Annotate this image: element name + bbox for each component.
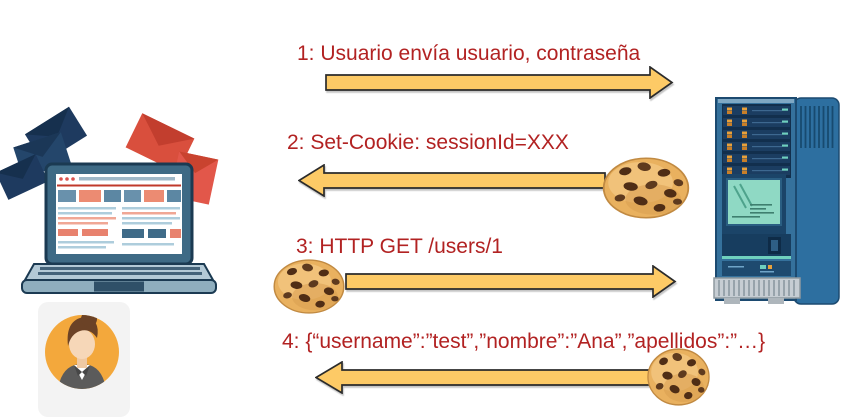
woman-avatar [38,302,130,417]
cookie-icon [272,258,346,315]
laptop-with-emails-icon [0,106,219,294]
message-3-label: 3: HTTP GET /users/1 [296,235,503,258]
arrow-left-icon [298,164,606,197]
server-tower-icon [713,97,840,305]
cookie-icon [646,347,711,407]
arrow-right-icon [345,265,677,298]
arrow-right-icon [325,66,674,99]
cookie-icon [601,156,691,220]
message-4-label: 4: {“username”:”test”,”nombre”:”Ana”,”ap… [282,330,766,353]
arrow-left-icon [315,361,656,394]
message-1-label: 1: Usuario envía usuario, contraseña [297,42,641,65]
message-2-label: 2: Set-Cookie: sessionId=XXX [287,131,569,154]
